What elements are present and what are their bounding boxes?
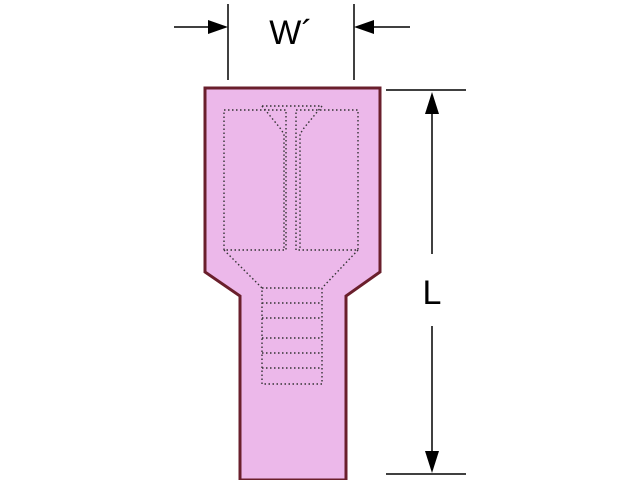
length-label: L: [423, 274, 442, 312]
internal-detail-lines: [223, 105, 359, 385]
width-label: W´: [269, 14, 312, 52]
length-arrow-top: [425, 92, 439, 254]
taper-detail: [223, 249, 359, 289]
terminal-body: [203, 86, 382, 480]
barrel-detail: [261, 287, 323, 385]
center-funnel: [261, 105, 324, 250]
width-arrow-right: [354, 20, 410, 34]
length-arrow-bottom: [425, 326, 439, 473]
left-window: [223, 109, 287, 251]
width-arrow-left: [174, 20, 228, 34]
right-window: [295, 109, 359, 251]
